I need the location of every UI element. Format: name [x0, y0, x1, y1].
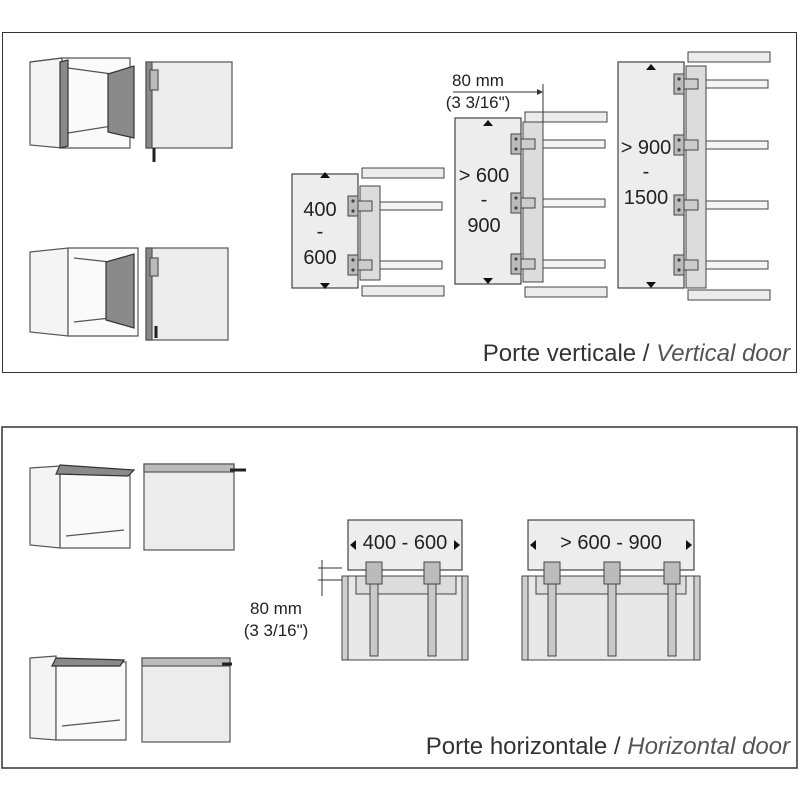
range-v3-dash: -: [643, 161, 650, 183]
range-v3-a: > 900: [621, 137, 672, 159]
range-v2-b: 900: [467, 215, 500, 237]
vertical-config-400-600: [291, 167, 445, 297]
range-h2: > 600 - 900: [560, 532, 662, 554]
range-h1: 400 - 600: [363, 532, 448, 554]
range-v3-b: 1500: [624, 187, 669, 209]
cabinet-sketch-vertical-1: [29, 57, 135, 149]
cabinet-sketch-vertical-2: [29, 247, 139, 337]
range-v1-a: 400: [303, 199, 336, 221]
caption-vertical-sep: /: [636, 340, 657, 367]
cabinet-sketch-horizontal-2: [29, 655, 127, 741]
cabinet-side-horizontal-2: [141, 657, 232, 743]
offset-h-in: (3 3/16"): [244, 621, 309, 640]
range-v2-a: > 600: [459, 165, 510, 187]
cabinet-side-horizontal-1: [143, 463, 246, 551]
caption-horizontal-en: Horizontal door: [627, 733, 790, 760]
cabinet-side-vertical-2: [145, 247, 229, 341]
vertical-config-900-1500: [617, 51, 771, 301]
range-v2-dash: -: [481, 189, 488, 211]
caption-vertical-en: Vertical door: [656, 340, 790, 367]
offset-v-in: (3 3/16"): [446, 93, 511, 112]
range-v1-b: 600: [303, 247, 336, 269]
horizontal-config-400-600: [318, 519, 469, 661]
caption-vertical: Porte verticale / Vertical door: [483, 340, 790, 368]
caption-horizontal: Porte horizontale / Horizontal door: [426, 733, 790, 761]
offset-h-mm: 80 mm: [250, 599, 302, 618]
caption-vertical-fr: Porte verticale: [482, 340, 637, 367]
offset-v-mm: 80 mm: [452, 71, 504, 90]
caption-horizontal-fr: Porte horizontale: [425, 733, 608, 760]
caption-horizontal-sep: /: [607, 733, 628, 760]
cabinet-side-vertical-1: [145, 61, 233, 162]
range-v1-dash: -: [317, 221, 324, 243]
vertical-config-600-900: [453, 84, 608, 298]
horizontal-config-600-900: [521, 519, 701, 661]
cabinet-sketch-horizontal-1: [29, 464, 136, 549]
